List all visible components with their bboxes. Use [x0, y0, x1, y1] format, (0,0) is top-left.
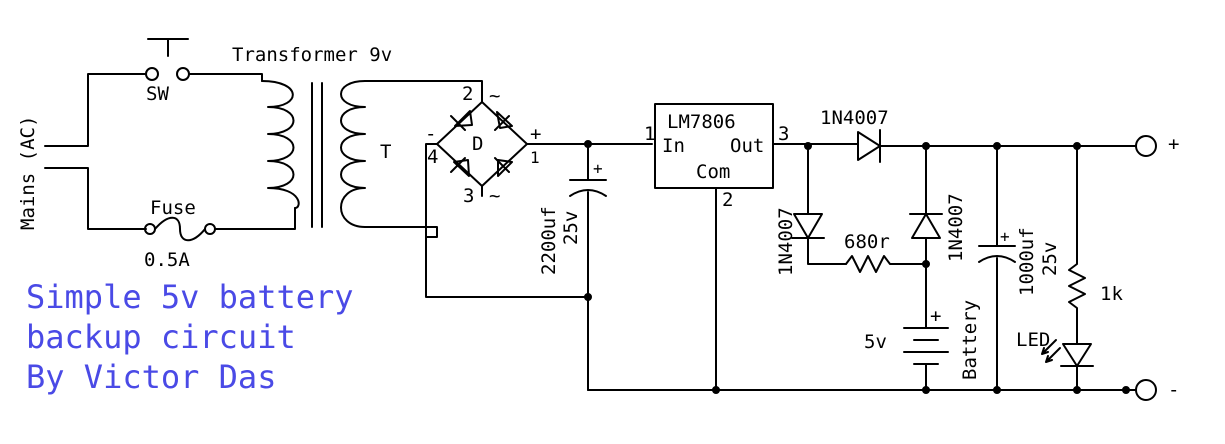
regulator-lm7806 [654, 103, 859, 394]
diode-left-branch [791, 145, 847, 265]
regulator-name: LM7806 [667, 111, 736, 133]
fuse [144, 207, 296, 242]
output-terminals [1135, 135, 1157, 401]
diode-left-label: 1N4007 [775, 207, 797, 276]
cap1-plus: + [593, 159, 603, 178]
led-indicator [1041, 339, 1094, 394]
resistor-680r [845, 255, 930, 273]
battery-voltage-label: 5v [864, 331, 887, 353]
bridge-pin-4: 4 [427, 146, 438, 168]
mains-label: Mains (AC) [17, 116, 39, 230]
battery-label: Battery [959, 300, 981, 380]
output-plus-label: + [1168, 133, 1179, 155]
transformer-label: Transformer 9v [232, 44, 392, 66]
bridge-ac-bottom: ~ [489, 185, 500, 207]
title-line-1: Simple 5v battery [26, 278, 354, 316]
terminal-negative [1135, 379, 1157, 401]
bridge-plus: + [530, 123, 541, 145]
resistor-680r-label: 680r [844, 231, 890, 253]
output-minus-label: - [1168, 379, 1179, 401]
capacitor-1000uf [978, 145, 1016, 394]
regulator-pin-3: 3 [778, 123, 789, 145]
bridge-ac-top: ~ [489, 85, 500, 107]
regulator-pin-2: 2 [722, 189, 733, 211]
bridge-minus: - [425, 123, 436, 145]
bridge-ref-label: D [472, 133, 483, 155]
transformer-core [311, 82, 323, 228]
cap2-plus: + [1000, 227, 1010, 246]
title-block: Simple 5v battery backup circuit By Vict… [26, 277, 354, 397]
cap1-value: 2200uf [538, 206, 560, 275]
regulator-in: In [662, 135, 685, 157]
bridge-pin-1: 1 [530, 148, 540, 167]
diode-right-label: 1N4007 [945, 193, 967, 262]
battery-plus: + [930, 305, 941, 327]
resistor-1k [1068, 145, 1086, 345]
switch-sw [145, 38, 263, 82]
cap2-value: 1000uf [1016, 227, 1038, 296]
bridge-rectifier [425, 101, 653, 238]
diode-series [804, 129, 1137, 163]
diode-series-label: 1N4007 [820, 107, 889, 129]
bridge-pin-3: 3 [463, 185, 474, 207]
switch-label: SW [146, 83, 169, 105]
bridge-pin-2: 2 [462, 83, 473, 105]
cap1-voltage: 25v [560, 211, 582, 245]
title-line-3: By Victor Das [26, 358, 277, 396]
regulator-com: Com [696, 161, 730, 183]
fuse-label: Fuse [150, 197, 196, 219]
regulator-out: Out [730, 135, 764, 157]
ground-rail [587, 386, 1137, 394]
capacitor-2200uf [569, 140, 607, 391]
fuse-rating-label: 0.5A [144, 249, 190, 271]
resistor-1k-label: 1k [1100, 283, 1123, 305]
battery-5v [903, 319, 949, 394]
transformer-ref-label: T [380, 141, 391, 163]
cap2-voltage: 25v [1039, 242, 1061, 276]
led-label: LED [1016, 329, 1050, 351]
mains-input [44, 73, 147, 230]
transformer-primary-coil [261, 80, 300, 209]
regulator-pin-1: 1 [644, 123, 655, 145]
diode-right-branch [909, 145, 943, 321]
title-line-2: backup circuit [26, 318, 296, 356]
terminal-positive [1135, 135, 1157, 157]
